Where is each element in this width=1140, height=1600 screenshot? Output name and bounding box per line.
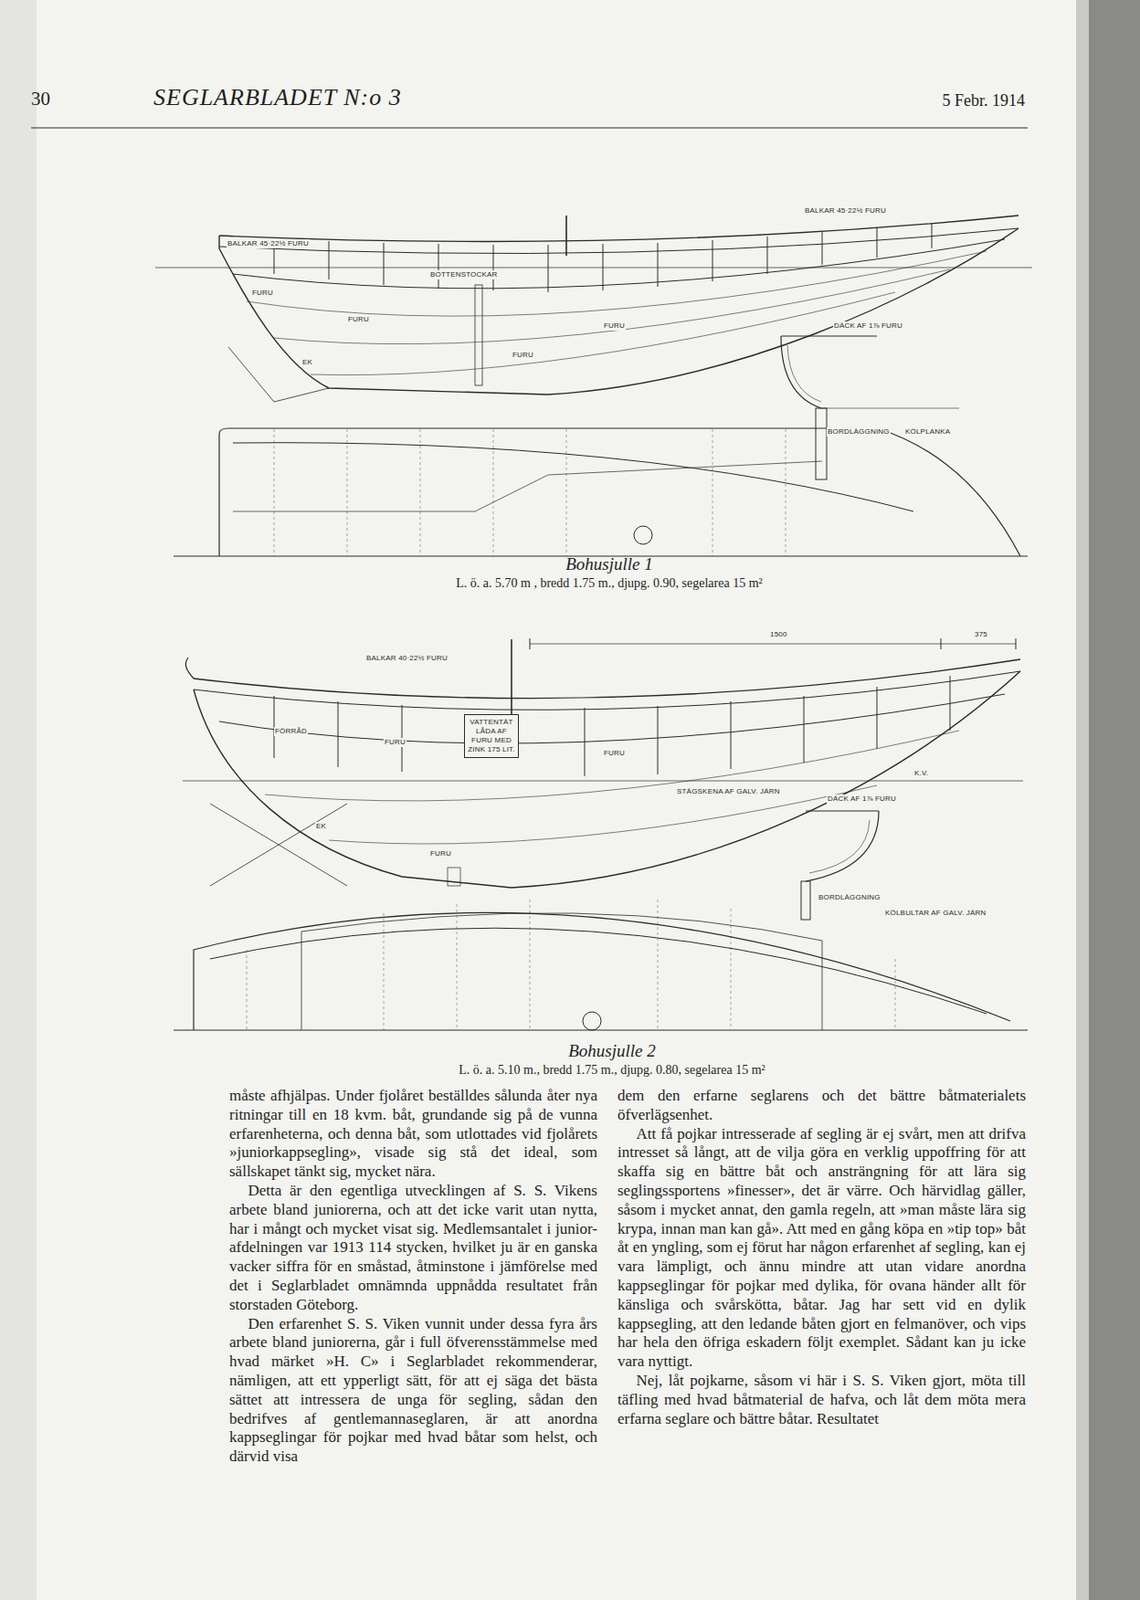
part-label: BOTTENSTOCKAR [429,270,499,280]
figure-specs: L. ö. a. 5.10 m., bredd 1.75 m., djupg. … [458,1063,765,1078]
part-label: BORDLÄGGNING [826,427,891,437]
issue-date: 5 Febr. 1914 [941,91,1025,111]
body-paragraph: måste afhjälpas. Under fjolåret beställd… [229,1087,598,1183]
part-label: FURU [383,738,407,748]
dimension: 1500 [769,630,789,640]
figure-caption: Bohusjulle 1 [565,554,654,575]
part-label: FURU [429,849,453,859]
part-label: BORDLÄGGNING [817,893,882,903]
part-label: STÄGSKENA AF GALV. JÄRN [675,787,782,797]
text-column: måste afhjälpas. Under fjolåret beställd… [229,1087,598,1468]
part-label: DÄCK AF 1⅞ FURU [826,794,898,804]
part-label: EK [301,358,314,368]
hull-profile [155,215,1033,402]
hull-section [801,811,879,920]
part-label: EK [315,822,328,832]
page-number: 30 [31,87,51,111]
scan-shadow [1087,0,1140,1600]
scan-shadow [1076,0,1089,1600]
figure-caption: Bohusjulle 2 [568,1041,656,1062]
part-label: KÖLPLANKA [904,427,951,437]
body-paragraph: Detta är den egentliga utvecklingen af S… [229,1182,598,1316]
part-label: FURU [347,315,370,325]
hull-profile [182,638,1024,888]
header-rule [31,126,1028,128]
part-label: FÖRRÅD [274,727,308,737]
hull-section [781,336,960,480]
body-paragraph: Den erfarenhet S. S. Viken vunnit under … [229,1315,598,1468]
part-label: DÄCK AF 1⅞ FURU [833,321,904,331]
text-column: dem den erfarne seglarens och det bättre… [617,1087,1026,1429]
dimension: 375 [973,630,989,640]
scan-margin [0,0,37,1600]
part-label: FURU [602,321,626,331]
part-label: KÖLBULTAR AF GALV. JÄRN [884,908,988,919]
waterline-label: K.V. [913,769,929,779]
part-label: BALKAR 45·22½ FURU [803,206,887,216]
half-breadth-plan [173,428,1028,557]
body-paragraph: Att få pojkar intresserade af segling är… [617,1125,1026,1373]
box-text: VATTENTÄT LÅDA AF FURU MED ZINK 175 LIT. [466,717,517,755]
figure-specs: L. ö. a. 5.70 m , bredd 1.75 m., djupg. … [455,576,762,592]
part-label: BALKAR 40·22½ FURU [365,654,449,664]
body-paragraph: Nej, låt pojkarne, såsom vi här i S. S. … [617,1372,1026,1429]
part-label: FURU [602,749,626,759]
part-label: FURU [511,350,535,360]
body-paragraph: dem den erfarne seglarens och det bättre… [617,1087,1026,1126]
magazine-title: SEGLARBLADET N:o 3 [153,84,402,112]
half-breadth-plan [173,899,1028,1031]
part-label: BALKAR 45·22½ FURU [226,239,310,249]
tank-box: VATTENTÄT LÅDA AF FURU MED ZINK 175 LIT. [464,714,519,759]
part-label: FURU [251,288,275,298]
